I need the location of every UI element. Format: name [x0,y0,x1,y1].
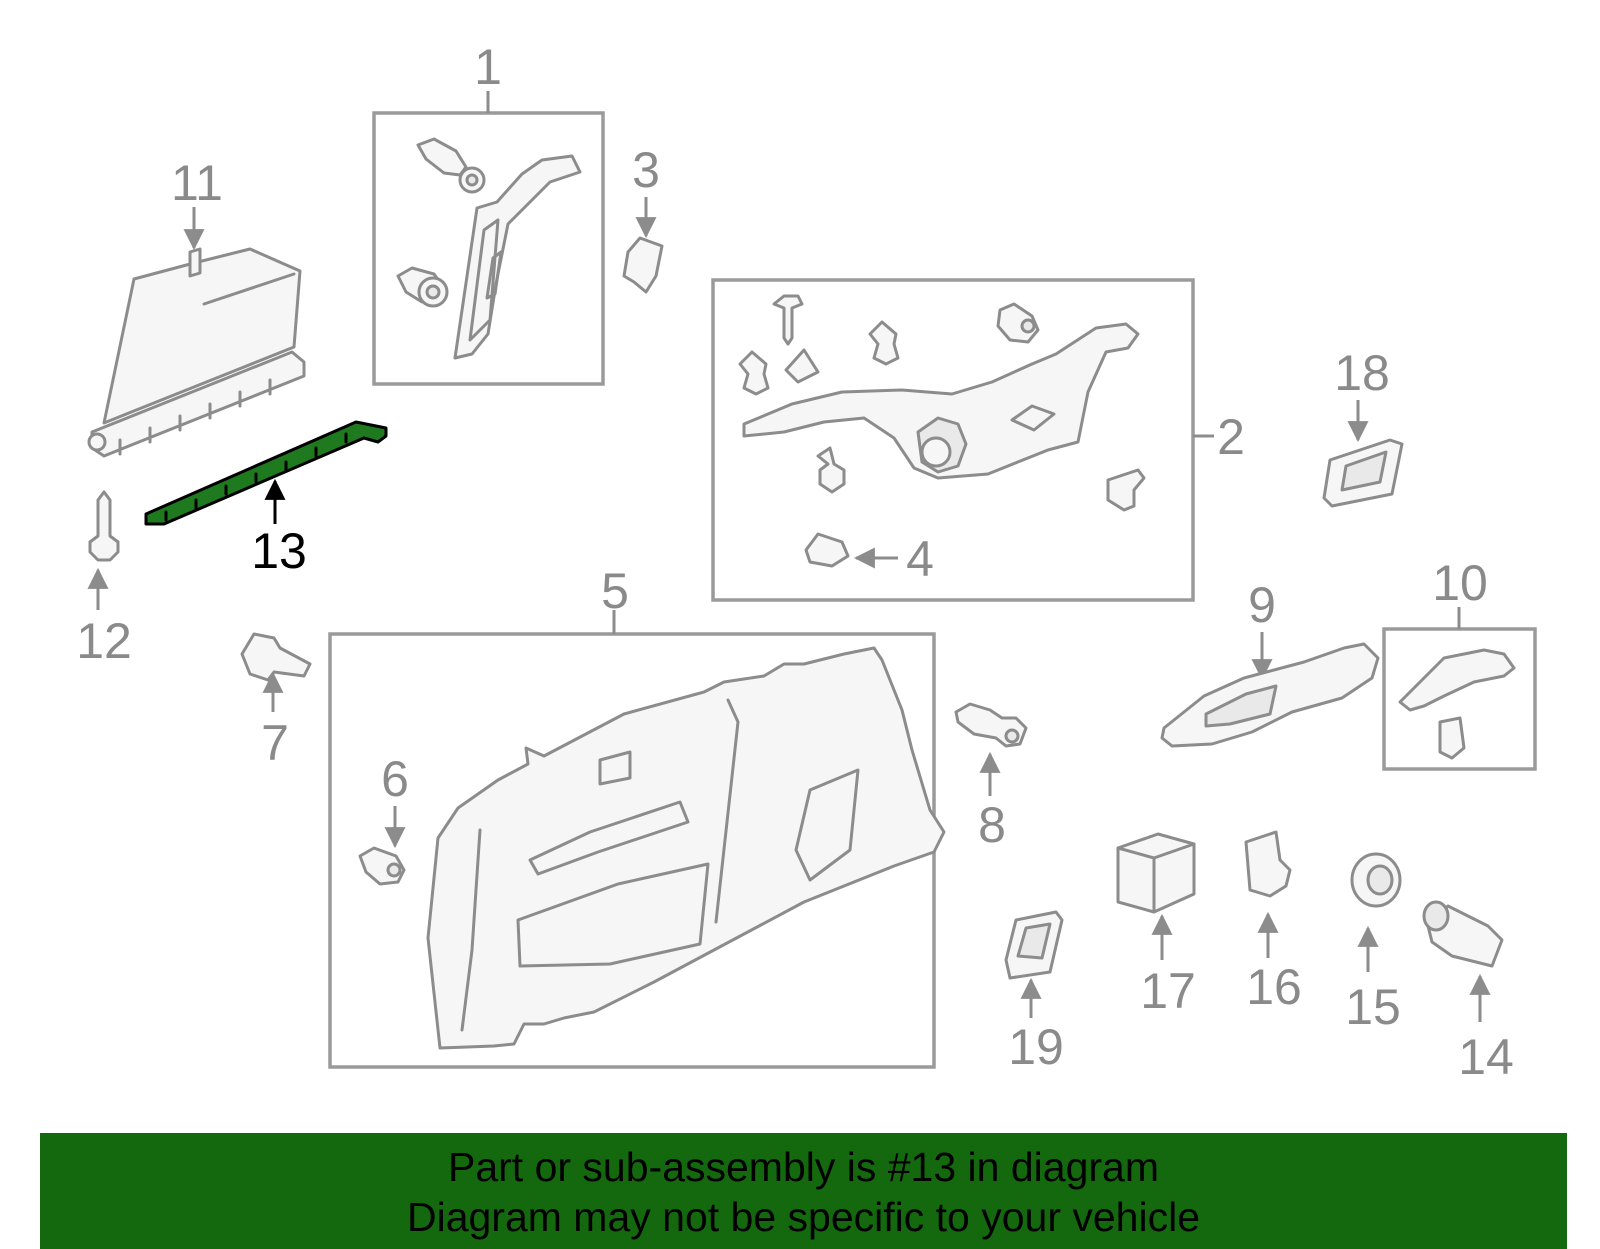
callout-14[interactable]: 14 [1458,1029,1514,1085]
part-8: 8 [954,702,1028,853]
callout-8[interactable]: 8 [978,797,1006,853]
part-18: 18 [1322,345,1404,508]
callout-12[interactable]: 12 [76,613,132,669]
callout-1[interactable]: 1 [474,39,502,95]
callout-7[interactable]: 7 [261,715,289,771]
callout-11[interactable]: 11 [171,155,223,211]
clip-part [416,137,486,194]
part-9: 9 [1160,577,1380,748]
info-banner: Part or sub-assembly is #13 in diagram D… [40,1133,1567,1249]
group-box-10: 10 [1382,555,1537,771]
part-16: 16 [1244,830,1302,1015]
part-3: 3 [622,142,664,294]
group-box-1: 1 [372,39,605,386]
part-7: 7 [240,632,312,771]
part-13-highlighted: 13 [144,420,388,579]
part-11: 11 [87,155,306,458]
callout-6[interactable]: 6 [381,751,409,807]
callout-5[interactable]: 5 [601,563,629,619]
callout-4[interactable]: 4 [906,531,934,587]
callout-19[interactable]: 19 [1008,1019,1064,1075]
callout-13[interactable]: 13 [251,523,307,579]
group-box-2: 2 4 [711,278,1245,602]
callout-15[interactable]: 15 [1345,979,1401,1035]
part-14: 14 [1422,900,1514,1085]
banner-line-1: Part or sub-assembly is #13 in diagram [448,1144,1159,1190]
rear-panel-trim-part [742,322,1140,480]
callout-17[interactable]: 17 [1140,963,1196,1019]
callout-10[interactable]: 10 [1432,555,1488,611]
part-15: 15 [1345,852,1402,1035]
banner-line-2: Diagram may not be specific to your vehi… [406,1194,1200,1240]
callout-16[interactable]: 16 [1246,959,1302,1015]
callout-2[interactable]: 2 [1217,409,1245,465]
part-12: 12 [76,490,132,669]
callout-3[interactable]: 3 [632,142,660,198]
clip-part [396,266,449,308]
part-17: 17 [1116,832,1196,1019]
callout-18[interactable]: 18 [1334,345,1390,401]
part-19: 19 [1004,910,1064,1075]
callout-9[interactable]: 9 [1248,577,1276,633]
pillar-trim-part [453,154,582,360]
group-box-5: 5 6 [328,563,946,1069]
quarter-trim-panel-part [426,646,946,1050]
